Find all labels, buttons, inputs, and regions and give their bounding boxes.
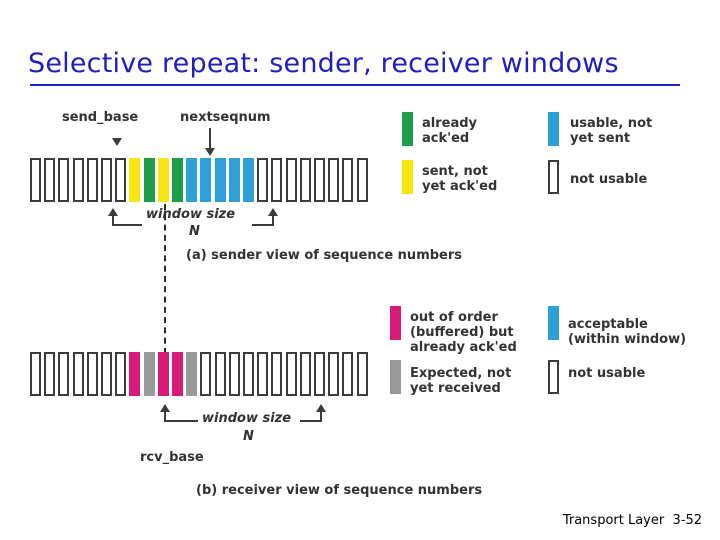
label-rcv-base: rcv_base <box>140 450 204 465</box>
sequence-bar <box>342 352 354 396</box>
legend-label-acceptable-within-window: acceptable (within window) <box>568 317 687 347</box>
legend-label-not-usable: not usable <box>570 172 648 187</box>
sequence-bar <box>271 352 283 396</box>
sequence-bar <box>86 352 98 396</box>
send-base-pointer-icon <box>112 138 122 146</box>
sequence-bar <box>342 158 354 202</box>
legend-swatch-expected-not-yet-received <box>390 360 401 394</box>
legend-label-not-usable-receiver: not usable <box>568 366 646 381</box>
sequence-bar <box>101 352 112 396</box>
sequence-bar <box>214 158 226 202</box>
title-underline <box>30 84 680 86</box>
sequence-bar <box>356 352 368 396</box>
receiver-window-right-arrow-icon <box>316 404 326 412</box>
sender-window-left-shaft <box>112 214 114 226</box>
alignment-dashed-line <box>164 204 166 354</box>
sequence-bar <box>101 158 112 202</box>
sequence-bar <box>129 352 141 396</box>
nextseqnum-arrow-shaft <box>209 128 211 152</box>
sequence-bar <box>314 352 325 396</box>
sequence-bar <box>143 352 155 396</box>
receiver-window-right-rule <box>300 420 322 422</box>
sequence-bar <box>58 158 70 202</box>
sequence-bar <box>257 352 269 396</box>
sender-window-right-arrow-icon <box>268 208 278 216</box>
receiver-sequence-bars <box>30 352 370 396</box>
receiver-window-size-label: window size <box>202 411 292 426</box>
legend-swatch-not-usable-receiver <box>548 360 559 394</box>
sender-window-size-label: window size <box>146 207 236 222</box>
sequence-bar <box>157 158 169 202</box>
sequence-bar <box>214 352 226 396</box>
sequence-bar <box>30 352 41 396</box>
legend-swatch-usable-not-yet-sent <box>548 112 559 146</box>
sequence-bar <box>86 158 98 202</box>
legend-swatch-sent-not-yet-acked <box>402 160 413 194</box>
sequence-bar <box>228 158 240 202</box>
sequence-bar <box>157 352 169 396</box>
legend-label-sent-not-yet-acked: sent, not yet ack'ed <box>422 164 498 194</box>
sender-window-right-shaft <box>272 214 274 226</box>
sender-window-left-rule <box>112 224 142 226</box>
sequence-bar <box>44 352 56 396</box>
receiver-window-left-shaft <box>164 410 166 422</box>
receiver-window-left-rule <box>164 420 198 422</box>
page-title: Selective repeat: sender, receiver windo… <box>28 48 619 79</box>
nextseqnum-arrow-head-icon <box>205 148 215 156</box>
slide-footer: Transport Layer 3-52 <box>562 513 702 528</box>
sequence-bar <box>299 352 311 396</box>
sequence-bar <box>44 158 56 202</box>
sequence-bar <box>200 158 212 202</box>
sequence-bar <box>285 352 297 396</box>
sequence-bar <box>72 158 84 202</box>
receiver-caption: (b) receiver view of sequence numbers <box>196 483 483 498</box>
sender-window-right-rule <box>252 224 274 226</box>
sequence-bar <box>143 158 155 202</box>
sequence-bar <box>129 158 141 202</box>
sequence-bar <box>115 352 127 396</box>
sequence-bar <box>186 158 198 202</box>
receiver-window-right-shaft <box>320 410 322 422</box>
legend-swatch-already-acked <box>402 112 413 146</box>
sender-caption: (a) sender view of sequence numbers <box>186 248 463 263</box>
sequence-bar <box>328 352 340 396</box>
receiver-window-size-n: N <box>243 429 254 444</box>
sequence-bar <box>72 352 84 396</box>
sequence-bar <box>30 158 41 202</box>
sequence-bar <box>285 158 297 202</box>
legend-swatch-acceptable-within-window <box>548 306 559 340</box>
sequence-bar <box>58 352 70 396</box>
sequence-bar <box>243 352 254 396</box>
sequence-bar <box>271 158 283 202</box>
sequence-bar <box>228 352 240 396</box>
legend-label-out-of-order-buffered: out of order (buffered) but already ack'… <box>410 310 517 355</box>
label-nextseqnum: nextseqnum <box>180 110 271 125</box>
sequence-bar <box>115 158 127 202</box>
sequence-bar <box>172 158 183 202</box>
sequence-bar <box>200 352 212 396</box>
legend-swatch-out-of-order-buffered <box>390 306 401 340</box>
label-send-base: send_base <box>62 110 139 125</box>
sequence-bar <box>328 158 340 202</box>
sender-window-size-n: N <box>189 224 200 239</box>
receiver-window-left-arrow-icon <box>160 404 170 412</box>
sequence-bar <box>356 158 368 202</box>
sequence-bar <box>314 158 325 202</box>
sequence-bar <box>257 158 269 202</box>
sequence-bar <box>299 158 311 202</box>
legend-swatch-not-usable <box>548 160 559 194</box>
sender-window-left-arrow-icon <box>108 208 118 216</box>
sequence-bar <box>186 352 198 396</box>
sequence-bar <box>243 158 254 202</box>
legend-label-already-acked: already ack'ed <box>422 116 478 146</box>
sender-sequence-bars <box>30 158 370 202</box>
legend-label-expected-not-yet-received: Expected, not yet received <box>410 366 512 396</box>
sequence-bar <box>172 352 183 396</box>
legend-label-usable-not-yet-sent: usable, not yet sent <box>570 116 653 146</box>
